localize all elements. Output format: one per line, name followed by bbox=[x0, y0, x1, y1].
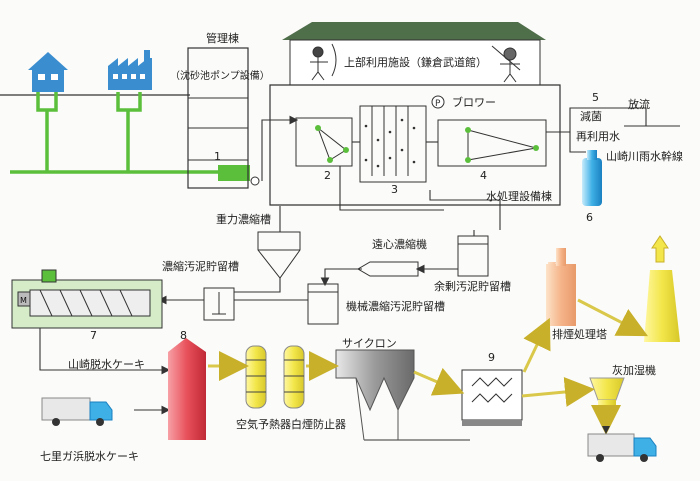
blower-label: ブロワー bbox=[452, 96, 496, 109]
truck-icon-2 bbox=[587, 433, 657, 462]
number-1: 1 bbox=[214, 150, 221, 163]
tank-3 bbox=[359, 105, 427, 183]
number-7: 7 bbox=[90, 329, 97, 342]
svg-text:P: P bbox=[435, 99, 441, 109]
chimney bbox=[644, 270, 680, 342]
management-building-label: 管理棟 bbox=[206, 32, 239, 45]
upper-facility-roof bbox=[282, 22, 546, 40]
number-8: 8 bbox=[180, 329, 187, 342]
air-preheater bbox=[245, 345, 267, 409]
screw-press: M bbox=[11, 269, 163, 329]
ash-mixer-label: 灰加湿機 bbox=[612, 364, 656, 377]
excess-sludge-tank bbox=[457, 235, 489, 277]
heat-exchanger bbox=[461, 369, 523, 421]
white-smoke-preventer bbox=[283, 345, 305, 409]
thick-sludge-label: 濃縮汚泥貯留槽 bbox=[162, 260, 239, 273]
sewer-pipes bbox=[10, 92, 248, 174]
number-2: 2 bbox=[324, 169, 331, 182]
incinerator bbox=[168, 338, 206, 440]
air-preheater-label: 空気予熱器白煙防止器 bbox=[236, 418, 346, 431]
house-icon bbox=[28, 52, 68, 92]
sand-basin-water bbox=[218, 165, 250, 181]
yamazaki-cake-label: 山崎脱水ケーキ bbox=[68, 358, 145, 371]
factory-icon bbox=[108, 50, 152, 90]
exhaust-label: 排煙処理塔 bbox=[552, 328, 607, 341]
disinfection-label: 減菌 bbox=[580, 110, 602, 123]
archer-icon bbox=[310, 43, 337, 81]
discharge-label: 放流 bbox=[628, 98, 650, 111]
blower-circle-p-icon: P bbox=[431, 95, 445, 109]
management-building-sub-label: （沈砂池ポンプ設備） bbox=[170, 71, 270, 82]
number-4: 4 bbox=[480, 169, 487, 182]
mechanical-sludge-tank bbox=[307, 283, 339, 325]
flue-gas-flow bbox=[208, 298, 648, 435]
cyclone-label: サイクロン bbox=[342, 337, 397, 350]
svg-text:M: M bbox=[20, 296, 27, 305]
centrifugal-thickener bbox=[357, 261, 419, 277]
ash-mixer bbox=[589, 377, 625, 401]
thickened-sludge-tank bbox=[203, 287, 235, 321]
water-building-label: 水処理設備棟 bbox=[486, 190, 552, 203]
gravity-thickener bbox=[257, 231, 301, 279]
centrifugal-label: 遠心濃縮機 bbox=[372, 238, 427, 251]
tank-2 bbox=[295, 117, 353, 167]
shichirigahama-label: 七里ガ浜脱水ケーキ bbox=[40, 450, 139, 463]
cyclone bbox=[335, 349, 415, 412]
tank-4 bbox=[437, 119, 547, 167]
number-6: 6 bbox=[586, 211, 593, 224]
mech-sludge-label: 機械濃縮汚泥貯留槽 bbox=[346, 300, 445, 313]
gravity-thickener-label: 重力濃縮槽 bbox=[216, 213, 271, 226]
river-trunk-label: 山崎川雨水幹線 bbox=[606, 150, 683, 163]
pump-icon bbox=[250, 176, 260, 186]
number-3: 3 bbox=[391, 183, 398, 196]
water-treatment-building bbox=[269, 84, 561, 206]
reuse-water-tank bbox=[582, 158, 602, 206]
excess-sludge-label: 余剰汚泥貯留槽 bbox=[434, 280, 511, 293]
management-building bbox=[187, 47, 249, 189]
upper-facility bbox=[289, 39, 541, 86]
exhaust-treatment-tower bbox=[546, 264, 576, 326]
truck-icon bbox=[41, 397, 113, 426]
number-5: 5 bbox=[592, 91, 599, 104]
up-arrow-icon bbox=[651, 235, 669, 263]
number-9: 9 bbox=[488, 351, 495, 364]
kendo-figure-icon bbox=[491, 45, 521, 83]
upper-facility-label: 上部利用施設（鎌倉武道館） bbox=[344, 56, 487, 69]
reuse-water-label: 再利用水 bbox=[576, 130, 620, 143]
